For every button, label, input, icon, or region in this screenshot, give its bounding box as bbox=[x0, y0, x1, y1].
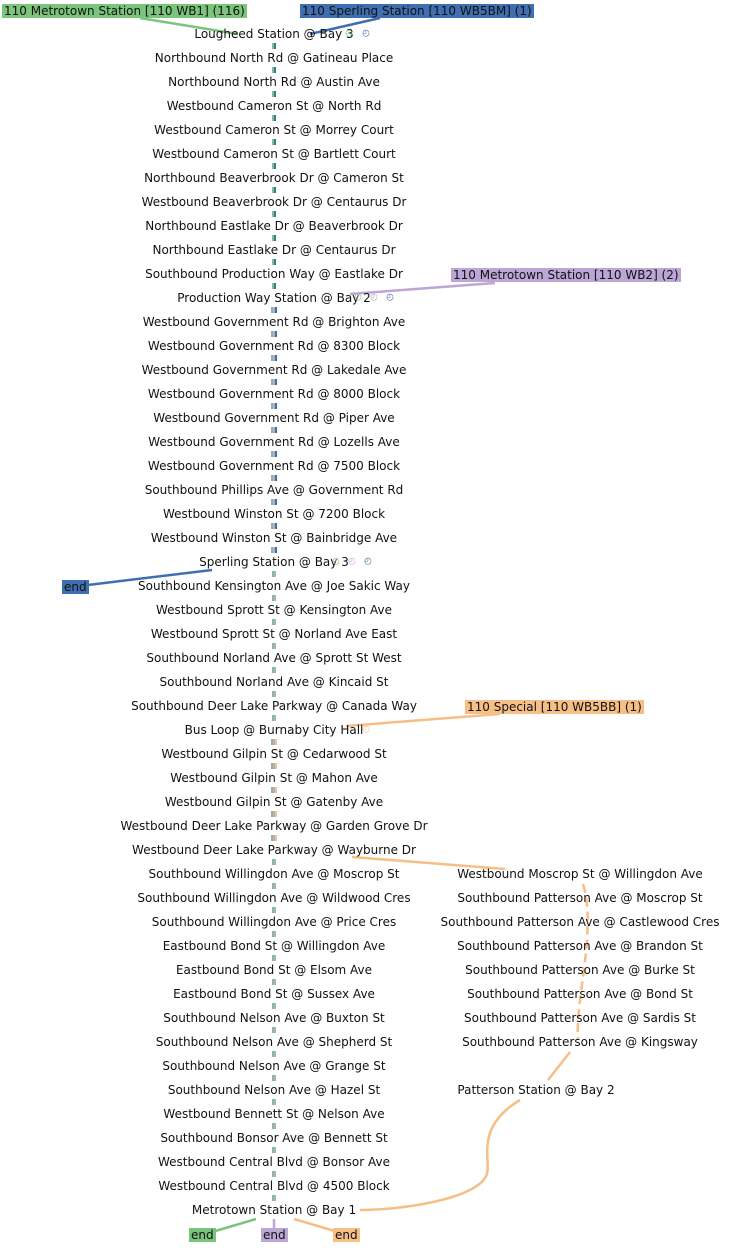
stop-label[interactable]: Southbound Phillips Ave @ Government Rd bbox=[144, 483, 404, 497]
route-tag-orange[interactable]: 110 Special [110 WB5BB] (1) bbox=[465, 700, 644, 714]
stop-label[interactable]: Westbound Government Rd @ 8000 Block bbox=[147, 387, 401, 401]
stop-label[interactable]: Lougheed Station @ Bay 3 bbox=[194, 27, 354, 41]
stop-label[interactable]: Eastbound Bond St @ Willingdon Ave bbox=[162, 939, 386, 953]
route-tag-green[interactable]: 110 Metrotown Station [110 WB1] (116) bbox=[2, 4, 247, 18]
stop-label[interactable]: Westbound Cameron St @ Morrey Court bbox=[154, 123, 394, 137]
stop-label[interactable]: Westbound Government Rd @ Lakedale Ave bbox=[141, 363, 407, 377]
route-line-green-end bbox=[211, 1217, 257, 1234]
stop-label[interactable]: Westbound Gilpin St @ Mahon Ave bbox=[170, 771, 378, 785]
stop-label[interactable]: Eastbound Bond St @ Elsom Ave bbox=[175, 963, 373, 977]
stop-label[interactable]: Westbound Bennett St @ Nelson Ave bbox=[163, 1107, 385, 1121]
clock-icon: ◴ bbox=[354, 292, 362, 303]
end-tag-purple: end bbox=[261, 1228, 288, 1242]
branch-stop-label[interactable]: Southbound Patterson Ave @ Sardis St bbox=[464, 1011, 696, 1025]
stop-label[interactable]: Southbound Bonsor Ave @ Bennett St bbox=[160, 1131, 388, 1145]
stop-label[interactable]: Southbound Willingdon Ave @ Wildwood Cre… bbox=[137, 891, 411, 905]
clock-icon: ◴ bbox=[362, 724, 370, 735]
clock-icon: ◴ bbox=[364, 556, 372, 567]
stop-label[interactable]: Northbound Eastlake Dr @ Beaverbrook Dr bbox=[145, 219, 403, 233]
clock-icon: ◴ bbox=[386, 292, 394, 303]
stop-label[interactable]: Metrotown Station @ Bay 1 bbox=[191, 1203, 357, 1217]
route-line-purple-start bbox=[349, 281, 496, 296]
stop-label[interactable]: Westbound Gilpin St @ Gatenby Ave bbox=[164, 795, 384, 809]
stop-label[interactable]: Westbound Sprott St @ Kensington Ave bbox=[155, 603, 393, 617]
clock-icon: ◴ bbox=[348, 556, 356, 567]
end-tag-green: end bbox=[189, 1228, 216, 1242]
stop-label[interactable]: Southbound Nelson Ave @ Grange St bbox=[162, 1059, 386, 1073]
branch-stop-label[interactable]: Southbound Patterson Ave @ Castlewood Cr… bbox=[440, 915, 720, 929]
stop-label[interactable]: Southbound Kensington Ave @ Joe Sakic Wa… bbox=[138, 579, 410, 593]
route-tag-purple[interactable]: 110 Metrotown Station [110 WB2] (2) bbox=[451, 268, 681, 282]
stop-label[interactable]: Westbound Government Rd @ Brighton Ave bbox=[142, 315, 406, 329]
route-line-orange-kingsway bbox=[547, 1051, 571, 1081]
clock-icon: ◴ bbox=[332, 556, 340, 567]
stop-label[interactable]: Bus Loop @ Burnaby City Hall bbox=[184, 723, 364, 737]
branch-stop-label[interactable]: Southbound Patterson Ave @ Brandon St bbox=[457, 939, 703, 953]
stop-label[interactable]: Westbound Gilpin St @ Cedarwood St bbox=[161, 747, 387, 761]
branch-stop-label[interactable]: Southbound Patterson Ave @ Moscrop St bbox=[457, 891, 703, 905]
stop-label[interactable]: Westbound Winston St @ Bainbridge Ave bbox=[150, 531, 398, 545]
stop-label[interactable]: Westbound Deer Lake Parkway @ Garden Gro… bbox=[120, 819, 428, 833]
stop-label[interactable]: Northbound Beaverbrook Dr @ Cameron St bbox=[144, 171, 404, 185]
route-line-orange-patterson bbox=[576, 883, 589, 1041]
stop-label[interactable]: Northbound North Rd @ Austin Ave bbox=[168, 75, 380, 89]
stop-label[interactable]: Southbound Norland Ave @ Kincaid St bbox=[159, 675, 389, 689]
stop-label[interactable]: Southbound Nelson Ave @ Shepherd St bbox=[155, 1035, 393, 1049]
stop-label[interactable]: Southbound Norland Ave @ Sprott St West bbox=[146, 651, 402, 665]
stop-label[interactable]: Westbound Beaverbrook Dr @ Centaurus Dr bbox=[141, 195, 407, 209]
branch-stop-label[interactable]: Southbound Patterson Ave @ Kingsway bbox=[462, 1035, 698, 1049]
branch-stop-label[interactable]: Patterson Station @ Bay 2 bbox=[457, 1083, 615, 1097]
stop-label[interactable]: Westbound Winston St @ 7200 Block bbox=[162, 507, 386, 521]
branch-stop-label[interactable]: Westbound Moscrop St @ Willingdon Ave bbox=[457, 867, 703, 881]
stop-label[interactable]: Southbound Willingdon Ave @ Price Cres bbox=[151, 915, 397, 929]
stop-label[interactable]: Eastbound Bond St @ Sussex Ave bbox=[173, 987, 375, 1001]
stop-label[interactable]: Westbound Cameron St @ Bartlett Court bbox=[152, 147, 396, 161]
end-tag-blue: end bbox=[62, 580, 89, 594]
clock-icon: ◴ bbox=[370, 292, 378, 303]
branch-stop-label[interactable]: Southbound Patterson Ave @ Burke St bbox=[465, 963, 695, 977]
stop-label[interactable]: Northbound North Rd @ Gatineau Place bbox=[154, 51, 394, 65]
stop-label[interactable]: Westbound Deer Lake Parkway @ Wayburne D… bbox=[132, 843, 416, 857]
stop-label[interactable]: Westbound Government Rd @ 8300 Block bbox=[147, 339, 401, 353]
clock-icon: ◴ bbox=[362, 28, 370, 39]
stop-label[interactable]: Westbound Sprott St @ Norland Ave East bbox=[150, 627, 398, 641]
clock-icon: ◴ bbox=[345, 28, 353, 39]
stop-label[interactable]: Southbound Production Way @ Eastlake Dr bbox=[145, 267, 403, 281]
stop-label[interactable]: Southbound Nelson Ave @ Hazel St bbox=[167, 1083, 381, 1097]
stop-label[interactable]: Westbound Government Rd @ 7500 Block bbox=[147, 459, 401, 473]
route-line-orange-metrotown bbox=[359, 1098, 521, 1212]
route-line-orange-branch bbox=[351, 855, 506, 871]
stop-label[interactable]: Westbound Central Blvd @ 4500 Block bbox=[158, 1179, 390, 1193]
end-tag-orange: end bbox=[333, 1228, 360, 1242]
route-line-blue-start bbox=[309, 16, 381, 36]
stop-label[interactable]: Northbound Eastlake Dr @ Centaurus Dr bbox=[152, 243, 396, 257]
stop-label[interactable]: Southbound Nelson Ave @ Buxton St bbox=[163, 1011, 385, 1025]
route-tag-blue[interactable]: 110 Sperling Station [110 WB5BM] (1) bbox=[300, 4, 534, 18]
stop-label[interactable]: Production Way Station @ Bay 2 bbox=[177, 291, 371, 305]
stop-label[interactable]: Southbound Deer Lake Parkway @ Canada Wa… bbox=[131, 699, 417, 713]
route-line-blue-end bbox=[87, 568, 213, 587]
route-line-orange-start bbox=[345, 712, 501, 728]
stop-label[interactable]: Westbound Cameron St @ North Rd bbox=[166, 99, 382, 113]
stop-label[interactable]: Sperling Station @ Bay 3 bbox=[199, 555, 349, 569]
stop-label[interactable]: Westbound Central Blvd @ Bonsor Ave bbox=[157, 1155, 391, 1169]
route-line-orange-end bbox=[293, 1217, 339, 1234]
route-line-green-start bbox=[139, 16, 239, 36]
branch-stop-label[interactable]: Southbound Patterson Ave @ Bond St bbox=[467, 987, 693, 1001]
stop-label[interactable]: Westbound Government Rd @ Lozells Ave bbox=[148, 435, 400, 449]
stop-label[interactable]: Westbound Government Rd @ Piper Ave bbox=[153, 411, 395, 425]
stop-label[interactable]: Southbound Willingdon Ave @ Moscrop St bbox=[148, 867, 400, 881]
